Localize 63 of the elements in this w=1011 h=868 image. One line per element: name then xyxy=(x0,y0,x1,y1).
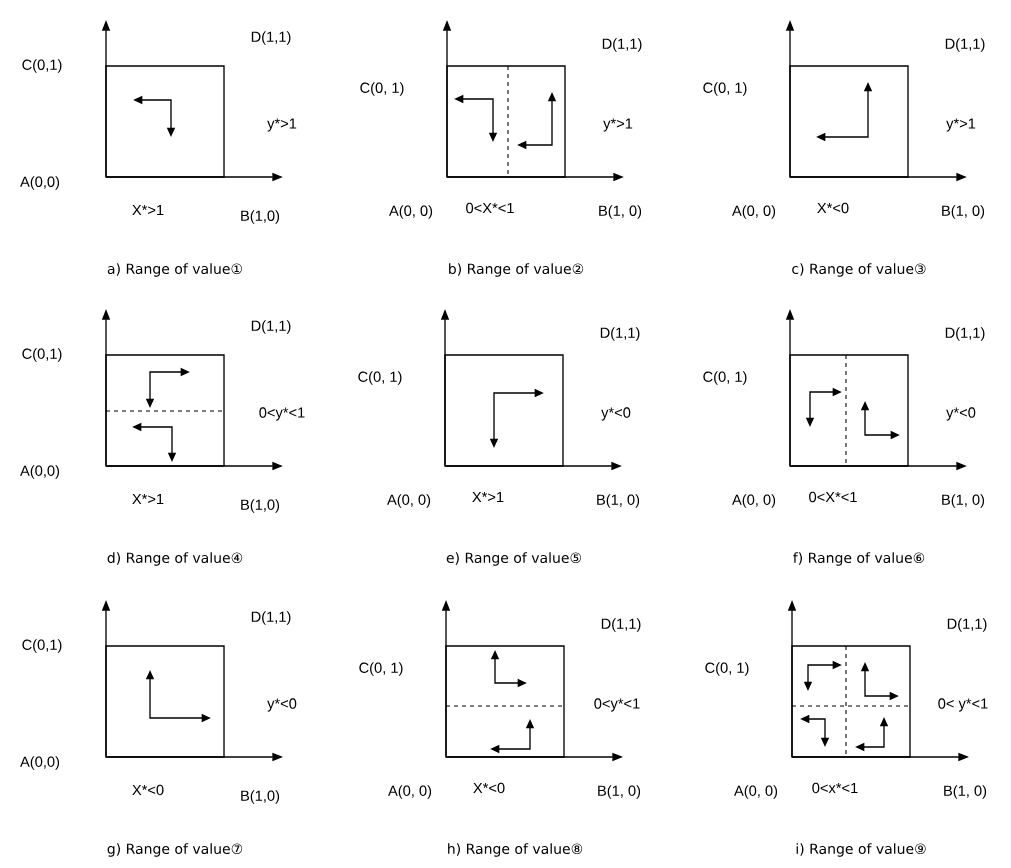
inequality-label: y*<0 xyxy=(946,407,976,421)
inequality-label: 0<y*<1 xyxy=(259,407,305,421)
point-label: C(0,1) xyxy=(22,348,62,362)
point-label: B(1, 0) xyxy=(599,205,642,219)
panel-caption: e) Range of value⑤ xyxy=(446,552,581,566)
point-label: C(0, 1) xyxy=(705,662,749,676)
inequality-label: X*<0 xyxy=(817,202,849,214)
inequality-label: 0<y*<1 xyxy=(594,698,640,712)
point-label: C(0, 1) xyxy=(703,82,747,96)
panel-caption: h) Range of value⑧ xyxy=(448,843,583,857)
point-label: C(0, 1) xyxy=(358,371,402,385)
point-label: D(1,1) xyxy=(600,327,640,341)
point-label: B(1, 0) xyxy=(597,494,640,508)
point-label: D(1,1) xyxy=(945,327,985,341)
point-label: D(1,1) xyxy=(602,38,642,52)
point-label: A(0, 0) xyxy=(732,494,776,508)
point-label: B(1,0) xyxy=(241,210,280,224)
point-label: C(0, 1) xyxy=(703,371,747,385)
point-label: A(0, 0) xyxy=(734,785,778,799)
point-label: A(0, 0) xyxy=(388,785,432,799)
panel-caption: c) Range of value③ xyxy=(792,263,926,277)
inequality-label: y*>1 xyxy=(946,118,976,132)
inequality-label: 0< y*<1 xyxy=(938,698,988,712)
panel-caption: a) Range of value① xyxy=(107,263,242,277)
point-label: B(1,0) xyxy=(241,790,280,804)
point-label: D(1,1) xyxy=(945,38,985,52)
panel-caption: f) Range of value⑥ xyxy=(793,552,925,566)
panel-caption: g) Range of value⑦ xyxy=(107,843,243,857)
point-label: D(1,1) xyxy=(251,320,291,334)
point-label: C(0,1) xyxy=(22,639,62,653)
panel-caption: b) Range of value② xyxy=(449,263,584,277)
inequality-label: X*<0 xyxy=(132,784,164,796)
point-label: B(1,0) xyxy=(241,499,280,513)
inequality-label: 0<X*<1 xyxy=(466,202,514,214)
point-label: A(0,0) xyxy=(20,176,60,190)
point-label: A(0,0) xyxy=(20,756,60,770)
point-label: A(0, 0) xyxy=(387,494,431,508)
inequality-label: y*<0 xyxy=(267,698,297,712)
point-label: C(0,1) xyxy=(22,59,62,73)
point-label: D(1,1) xyxy=(601,618,641,632)
inequality-label: X*>1 xyxy=(132,204,164,216)
point-label: B(1, 0) xyxy=(944,785,987,799)
point-label: B(1, 0) xyxy=(942,205,985,219)
point-label: B(1, 0) xyxy=(942,494,985,508)
inequality-label: X*<0 xyxy=(473,782,505,794)
inequality-label: 0<X*<1 xyxy=(809,491,857,503)
inequality-label: y*>1 xyxy=(267,118,297,132)
point-label: B(1, 0) xyxy=(598,785,641,799)
point-label: D(1,1) xyxy=(251,31,291,45)
inequality-label: X*>1 xyxy=(132,493,164,505)
point-label: C(0, 1) xyxy=(360,82,404,96)
point-label: D(1,1) xyxy=(251,611,291,625)
inequality-label: X*>1 xyxy=(472,491,504,503)
point-label: C(0, 1) xyxy=(359,662,403,676)
point-label: D(1,1) xyxy=(947,618,987,632)
point-label: A(0, 0) xyxy=(732,205,776,219)
point-label: A(0,0) xyxy=(20,465,60,479)
inequality-label: 0<x*<1 xyxy=(812,782,858,794)
point-label: A(0, 0) xyxy=(389,205,433,219)
inequality-label: y*<0 xyxy=(601,407,631,421)
panel-caption: d) Range of value④ xyxy=(107,552,243,566)
inequality-label: y*>1 xyxy=(603,118,633,132)
panel-caption: i) Range of value⑨ xyxy=(796,843,926,857)
